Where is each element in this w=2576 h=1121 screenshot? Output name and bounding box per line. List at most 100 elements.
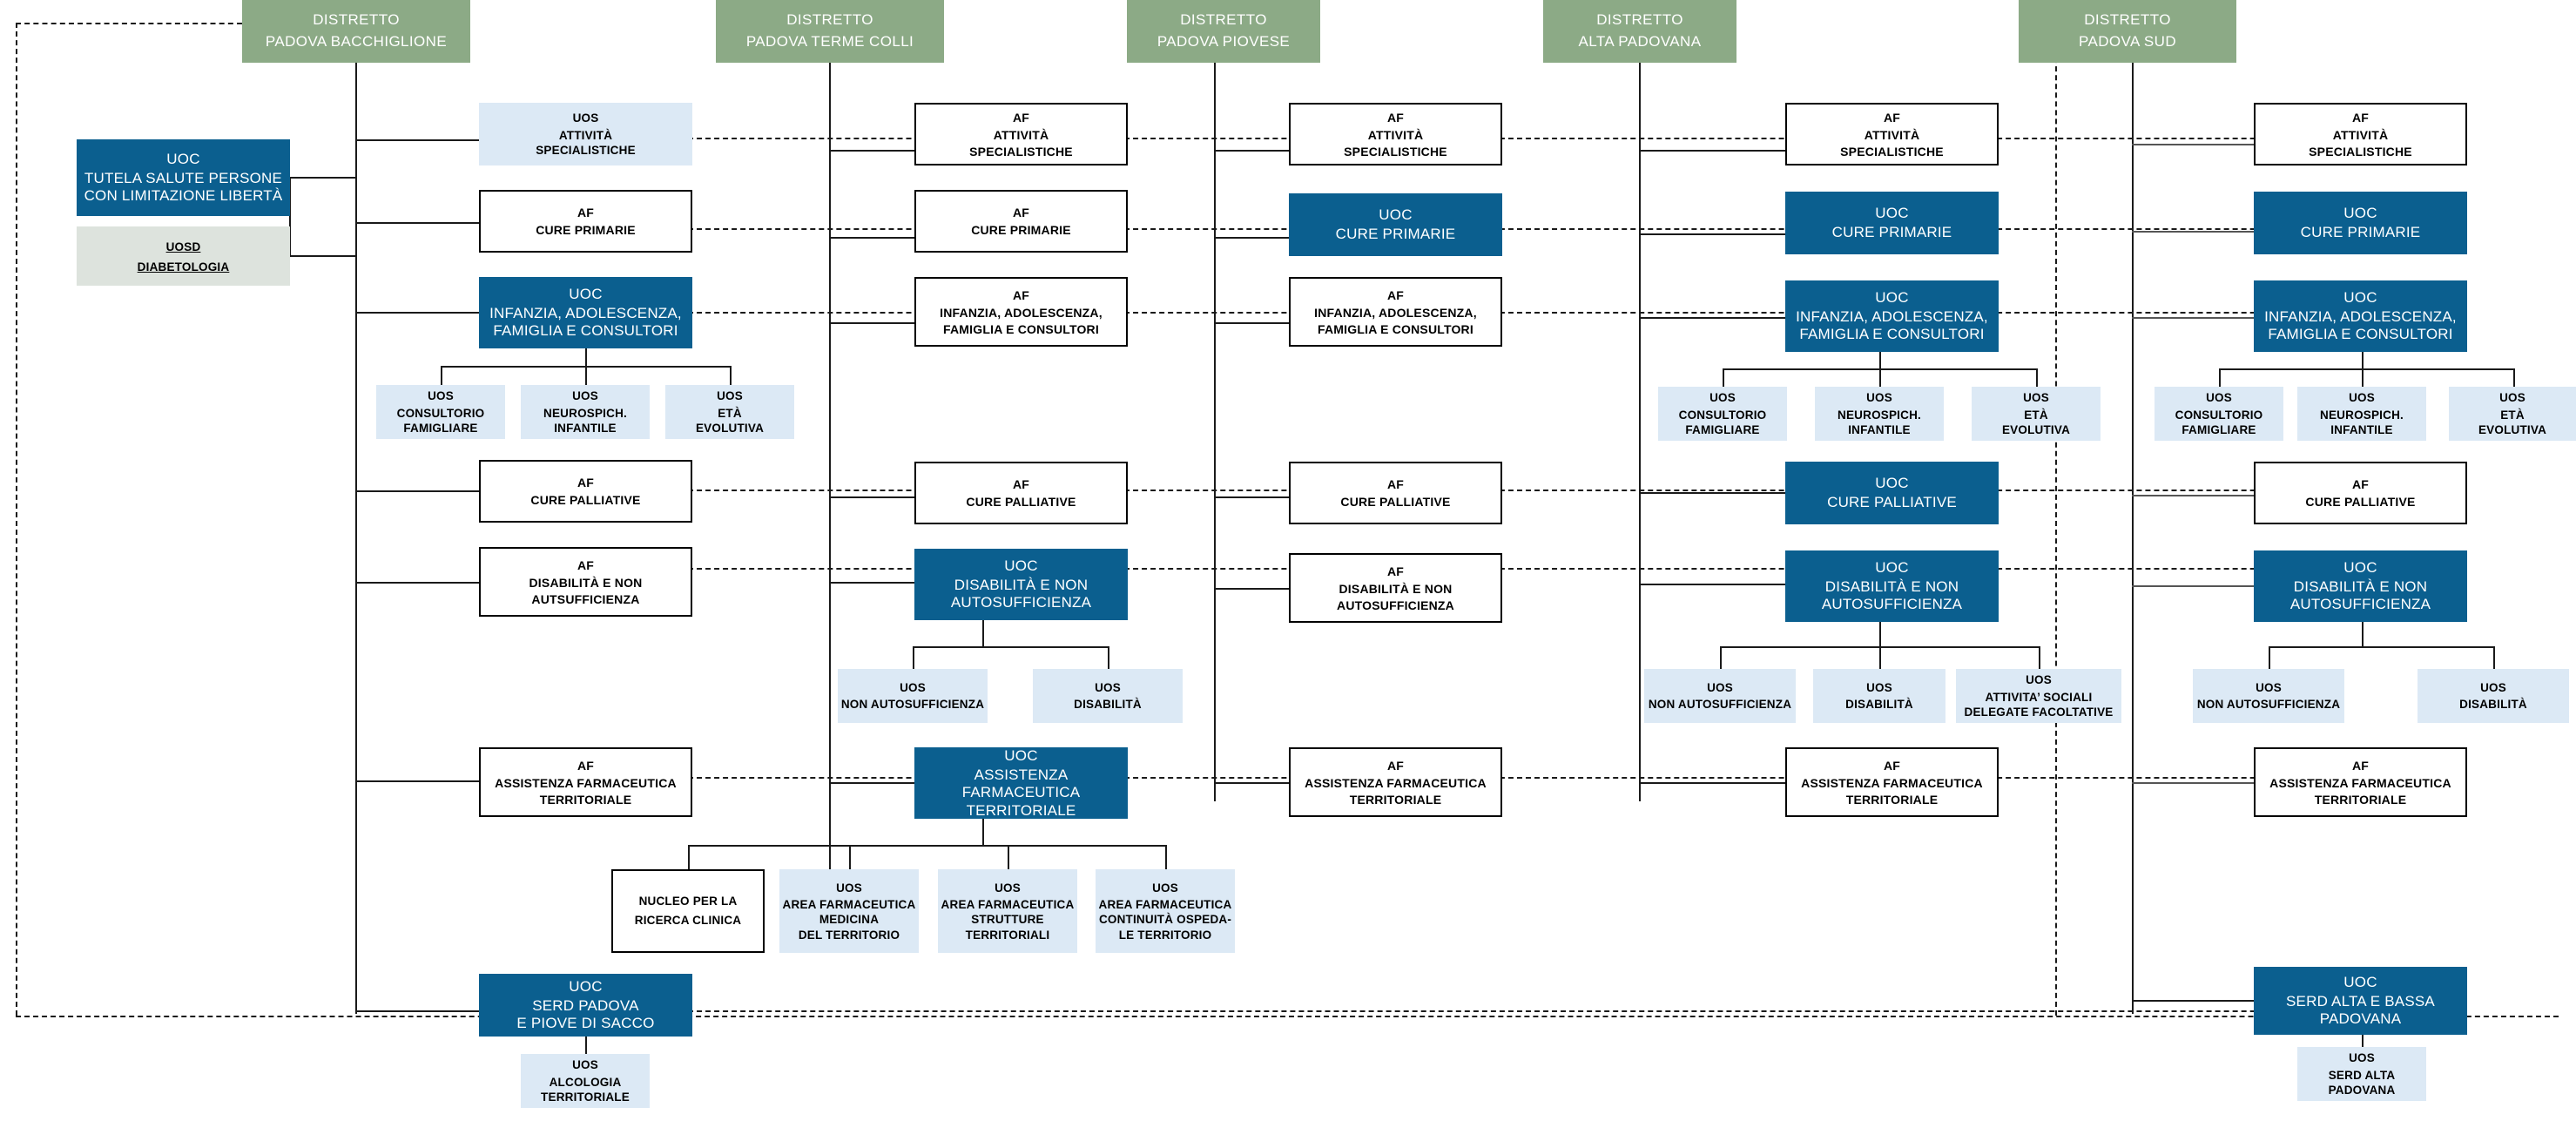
col2-branch-palliative <box>829 496 916 499</box>
col5-disab-c2 <box>2493 646 2496 669</box>
row-dash-serd <box>688 1010 2386 1012</box>
col1-uoc-serd-padova[interactable]: UOC SERD PADOVA E PIOVE DI SACCO <box>479 974 692 1037</box>
col2-uos-area-farmaceutica-continuita[interactable]: UOS AREA FARMACEUTICA CONTINUITÀ OSPEDA-… <box>1096 869 1235 953</box>
box-type: UOS <box>1707 681 1733 695</box>
col5-af-assistenza-farmaceutica[interactable]: AF ASSISTENZA FARMACEUTICA TERRITORIALE <box>2254 747 2467 817</box>
box-type: UOS <box>2206 391 2232 405</box>
box-title: ATTIVITÀ SPECIALISTICHE <box>536 128 636 158</box>
box-type: AF <box>2351 758 2370 773</box>
box-title: ATTIVITÀ SPECIALISTICHE <box>1344 127 1447 159</box>
col3-af-infanzia[interactable]: AF INFANZIA, ADOLESCENZA, FAMIGLIA E CON… <box>1289 277 1502 347</box>
col2-uos-non-autosufficienza[interactable]: UOS NON AUTOSUFFICIENZA <box>838 669 988 723</box>
district-header-padova-terme-colli[interactable]: DISTRETTO PADOVA TERME COLLI <box>716 0 944 63</box>
col3-af-assistenza-farmaceutica[interactable]: AF ASSISTENZA FARMACEUTICA TERRITORIALE <box>1289 747 1502 817</box>
row-dash-disabilita <box>688 568 2386 570</box>
row-dash-cure-primarie <box>688 228 2386 230</box>
col4-uos-non-autosufficienza[interactable]: UOS NON AUTOSUFFICIENZA <box>1644 669 1796 723</box>
district-header-padova-bacchiglione[interactable]: DISTRETTO PADOVA BACCHIGLIONE <box>242 0 470 63</box>
col4-uos-neuropsichiatria-infantile[interactable]: UOS NEUROSPICH. INFANTILE <box>1815 387 1944 441</box>
col2-uoc-disabilita[interactable]: UOC DISABILITÀ E NON AUTOSUFFICIENZA <box>914 549 1128 620</box>
col1-af-cure-palliative[interactable]: AF CURE PALLIATIVE <box>479 460 692 523</box>
box-title: CURE PALLIATIVE <box>2305 495 2416 510</box>
col3-branch-disabilita <box>1214 588 1291 591</box>
box-type: AF <box>1883 758 1901 773</box>
col2-af-cure-primarie[interactable]: AF CURE PRIMARIE <box>914 190 1128 253</box>
col1-af-disabilita[interactable]: AF DISABILITÀ E NON AUTSUFFICIENZA <box>479 547 692 617</box>
col2-af-infanzia[interactable]: AF INFANZIA, ADOLESCENZA, FAMIGLIA E CON… <box>914 277 1128 347</box>
col4-uos-disabilita[interactable]: UOS DISABILITÀ <box>1813 669 1945 723</box>
col2-nucleo-ricerca-clinica[interactable]: NUCLEO PER LA RICERCA CLINICA <box>611 869 765 953</box>
col5-uos-eta-evolutiva[interactable]: UOS ETÀ EVOLUTIVA <box>2449 387 2576 441</box>
col2-branch-attivita <box>829 150 916 152</box>
box-type: AF <box>1386 287 1405 302</box>
col4-uoc-disabilita[interactable]: UOC DISABILITÀ E NON AUTOSUFFICIENZA <box>1785 550 1999 622</box>
col3-af-cure-palliative[interactable]: AF CURE PALLIATIVE <box>1289 462 1502 524</box>
box-title: CURE PALLIATIVE <box>530 493 641 508</box>
col5-uos-serd-alta-padovana[interactable]: UOS SERD ALTA PADOVANA <box>2297 1047 2426 1101</box>
box-title: ALCOLOGIA TERRITORIALE <box>541 1075 630 1104</box>
col4-branch-disabilita <box>1639 584 1787 586</box>
col1-uos-attivita-specialistiche[interactable]: UOS ATTIVITÀ SPECIALISTICHE <box>479 103 692 165</box>
district-header-padova-sud[interactable]: DISTRETTO PADOVA SUD <box>2019 0 2236 63</box>
box-type: AF <box>577 206 595 220</box>
col4-uoc-cure-palliative[interactable]: UOC CURE PALLIATIVE <box>1785 462 1999 524</box>
box-type: UOS <box>1152 881 1178 895</box>
col2-uoc-assistenza-farmaceutica[interactable]: UOC ASSISTENZA FARMACEUTICA TERRITORIALE <box>914 747 1128 819</box>
col2-uos-area-farmaceutica-strutture[interactable]: UOS AREA FARMACEUTICA STRUTTURE TERRITOR… <box>938 869 1077 953</box>
col4-af-assistenza-farmaceutica[interactable]: AF ASSISTENZA FARMACEUTICA TERRITORIALE <box>1785 747 1999 817</box>
col5-uos-disabilita[interactable]: UOS DISABILITÀ <box>2418 669 2569 723</box>
box-title: ETÀ EVOLUTIVA <box>695 406 765 436</box>
col1-af-cure-primarie[interactable]: AF CURE PRIMARIE <box>479 190 692 253</box>
col5-branch-palliative <box>2132 495 2254 496</box>
col2-uos-disabilita[interactable]: UOS DISABILITÀ <box>1033 669 1183 723</box>
col4-uos-eta-evolutiva[interactable]: UOS ETÀ EVOLUTIVA <box>1972 387 2101 441</box>
col2-uos-area-farmaceutica-medicina[interactable]: UOS AREA FARMACEUTICA MEDICINA DEL TERRI… <box>779 869 919 953</box>
col1-uos2-drop <box>585 366 588 385</box>
row-dash-attivita <box>688 138 2386 139</box>
col1-uos-consultorio-famigliare[interactable]: UOS CONSULTORIO FAMIGLIARE <box>376 385 505 439</box>
col1-uos-alcologia-territoriale[interactable]: UOS ALCOLOGIA TERRITORIALE <box>521 1054 650 1108</box>
col4-uoc-cure-primarie[interactable]: UOC CURE PRIMARIE <box>1785 192 1999 254</box>
col2-af-attivita-specialistiche[interactable]: AF ATTIVITÀ SPECIALISTICHE <box>914 103 1128 165</box>
col1-uos1-drop <box>441 366 443 385</box>
col5-uoc-disabilita[interactable]: UOC DISABILITÀ E NON AUTOSUFFICIENZA <box>2254 550 2467 622</box>
box-title: AREA FARMACEUTICA STRUTTURE TERRITORIALI <box>941 897 1075 942</box>
col1-uoc-infanzia[interactable]: UOC INFANZIA, ADOLESCENZA, FAMIGLIA E CO… <box>479 277 692 348</box>
district-line1: DISTRETTO <box>786 11 873 29</box>
district-header-padova-piovese[interactable]: DISTRETTO PADOVA PIOVESE <box>1127 0 1320 63</box>
col1-uos-neuropsichiatria-infantile[interactable]: UOS NEUROSPICH. INFANTILE <box>521 385 650 439</box>
col3-uoc-cure-primarie[interactable]: UOC CURE PRIMARIE <box>1289 193 1502 256</box>
col5-uos-consultorio-famigliare[interactable]: UOS CONSULTORIO FAMIGLIARE <box>2155 387 2283 441</box>
box-title: NEUROSPICH. INFANTILE <box>2320 408 2404 437</box>
col5-uos-neuropsichiatria-infantile[interactable]: UOS NEUROSPICH. INFANTILE <box>2297 387 2426 441</box>
col4-uoc-infanzia[interactable]: UOC INFANZIA, ADOLESCENZA, FAMIGLIA E CO… <box>1785 280 1999 352</box>
box-title: DISABILITÀ <box>1845 698 1913 712</box>
box-title: DIABETOLOGIA <box>137 260 230 273</box>
col5-uoc-cure-primarie[interactable]: UOC CURE PRIMARIE <box>2254 192 2467 254</box>
col4-af-attivita-specialistiche[interactable]: AF ATTIVITÀ SPECIALISTICHE <box>1785 103 1999 165</box>
col3-af-disabilita[interactable]: AF DISABILITÀ E NON AUTOSUFFICIENZA <box>1289 553 1502 623</box>
col2-af-cure-palliative[interactable]: AF CURE PALLIATIVE <box>914 462 1128 524</box>
col5-uos-non-autosufficienza[interactable]: UOS NON AUTOSUFFICIENZA <box>2193 669 2344 723</box>
col5-af-cure-palliative[interactable]: AF CURE PALLIATIVE <box>2254 462 2467 524</box>
col4-disab-c3 <box>2039 646 2041 669</box>
box-title: CURE PALLIATIVE <box>1827 494 1957 511</box>
col5-uoc-infanzia[interactable]: UOC INFANZIA, ADOLESCENZA, FAMIGLIA E CO… <box>2254 280 2467 352</box>
col5-uoc-serd-alta-bassa-padovana[interactable]: UOC SERD ALTA E BASSA PADOVANA <box>2254 967 2467 1035</box>
box-title: NUCLEO PER LA RICERCA CLINICA <box>634 895 742 927</box>
col4-uos-attivita-sociali-delegate[interactable]: UOS ATTIVITA’ SOCIALI DELEGATE FACOLTATI… <box>1956 669 2121 723</box>
uosd-diabetologia[interactable]: UOSD DIABETOLOGIA <box>77 226 290 286</box>
box-type: UOS <box>2026 673 2052 687</box>
box-type: UOC <box>1875 205 1909 222</box>
col4-uos-consultorio-famigliare[interactable]: UOS CONSULTORIO FAMIGLIARE <box>1658 387 1787 441</box>
uoc-tutela-salute-persone[interactable]: UOC TUTELA SALUTE PERSONE CON LIMITAZION… <box>77 139 290 216</box>
col1-af-assistenza-farmaceutica[interactable]: AF ASSISTENZA FARMACEUTICA TERRITORIALE <box>479 747 692 817</box>
col3-af-attivita-specialistiche[interactable]: AF ATTIVITÀ SPECIALISTICHE <box>1289 103 1502 165</box>
box-type: UOC <box>1004 746 1038 764</box>
box-title: ETÀ EVOLUTIVA <box>2001 408 2071 437</box>
box-type: UOC <box>2343 974 2377 991</box>
col5-af-attivita-specialistiche[interactable]: AF ATTIVITÀ SPECIALISTICHE <box>2254 103 2467 165</box>
col1-uos-eta-evolutiva[interactable]: UOS ETÀ EVOLUTIVA <box>665 385 794 439</box>
box-title: CURE PRIMARIE <box>1335 226 1456 243</box>
district-header-alta-padovana[interactable]: DISTRETTO ALTA PADOVANA <box>1543 0 1736 63</box>
